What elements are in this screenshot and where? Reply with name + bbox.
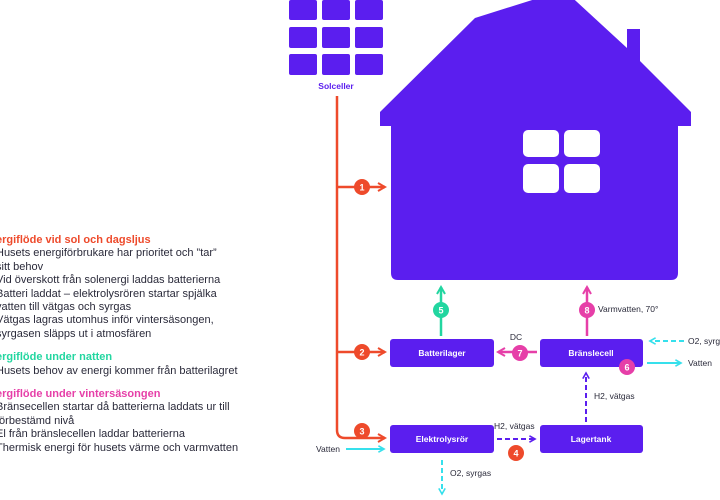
- badge-8: 8: [579, 302, 595, 318]
- solar-panel-icon: [289, 0, 383, 75]
- legend-item: Batteri laddat – elektrolysrören startar…: [0, 287, 217, 300]
- svg-text:3: 3: [359, 427, 364, 437]
- badge-5: 5: [433, 302, 449, 318]
- fuelcell-label: Bränslecell: [568, 348, 613, 358]
- solar-power-line: [335, 96, 388, 443]
- legend: ergiflöde vid sol och dagsljus Husets en…: [0, 234, 286, 455]
- water-in-label: Vatten: [316, 444, 340, 454]
- warm-water-label: Varmvatten, 70°: [598, 304, 658, 314]
- electrolyzer-label: Elektrolysrör: [416, 434, 469, 444]
- battery-label: Batterilager: [418, 348, 466, 358]
- legend-item: Husets behov av energi kommer från batte…: [0, 364, 238, 377]
- svg-text:1: 1: [359, 183, 364, 193]
- badge-2: 2: [354, 344, 370, 360]
- svg-text:8: 8: [584, 306, 589, 316]
- storage-label: Lagertank: [571, 434, 612, 444]
- legend-item: Vid överskott från solenergi laddas batt…: [0, 274, 221, 287]
- legend-item: förbestämd nivå: [0, 414, 75, 427]
- legend-winter-title: ergiflöde under vintersäsongen: [0, 388, 161, 401]
- svg-text:7: 7: [517, 349, 522, 359]
- legend-item: syrgasen släpps ut i atmosfären: [0, 327, 152, 340]
- solar-label: Solceller: [318, 81, 354, 91]
- battery-box: Batterilager: [390, 339, 494, 367]
- legend-item: Bränsecellen startar då batterierna ladd…: [0, 401, 230, 414]
- h2-label: H2, vätgas: [494, 421, 535, 431]
- badge-3: 3: [354, 423, 370, 439]
- badge-1: 1: [354, 179, 370, 195]
- svg-text:4: 4: [513, 449, 518, 459]
- fuelcell-box: Bränslecell: [540, 339, 643, 367]
- legend-winter-list: Bränsecellen startar då batterierna ladd…: [0, 401, 286, 455]
- water-out-label: Vatten: [688, 358, 712, 368]
- legend-item: vatten till vätgas och syrgas: [0, 301, 132, 314]
- legend-sun-list: Husets energiförbrukare har prioritet oc…: [0, 247, 286, 341]
- legend-night-title: ergiflöde under natten: [0, 351, 113, 364]
- storage-box: Lagertank: [540, 425, 643, 453]
- o2-in-label: O2, syrgas: [688, 336, 720, 346]
- svg-text:2: 2: [359, 348, 364, 358]
- house-window-icon: [523, 130, 600, 193]
- dc-label: DC: [510, 332, 522, 342]
- badge-4: 4: [508, 445, 524, 461]
- legend-item: sitt behov: [0, 260, 44, 273]
- badge-6: 6: [619, 359, 635, 375]
- badge-7: 7: [512, 345, 528, 361]
- legend-item: El från bränslecellen laddar batterierna: [0, 428, 185, 441]
- o2-out-label: O2, syrgas: [450, 468, 491, 478]
- legend-sun-title: ergiflöde vid sol och dagsljus: [0, 234, 151, 246]
- legend-item: Vätgas lagras utomhus inför vintersäsong…: [0, 314, 214, 327]
- svg-text:6: 6: [624, 363, 629, 373]
- legend-night-list: Husets behov av energi kommer från batte…: [0, 365, 286, 378]
- svg-text:5: 5: [438, 306, 443, 316]
- legend-item: Thermisk energi för husets värme och var…: [0, 441, 239, 454]
- electrolyzer-box: Elektrolysrör: [390, 425, 494, 453]
- h2-vertical-label: H2, vätgas: [594, 391, 635, 401]
- legend-item: Husets energiförbrukare har prioritet oc…: [0, 247, 217, 260]
